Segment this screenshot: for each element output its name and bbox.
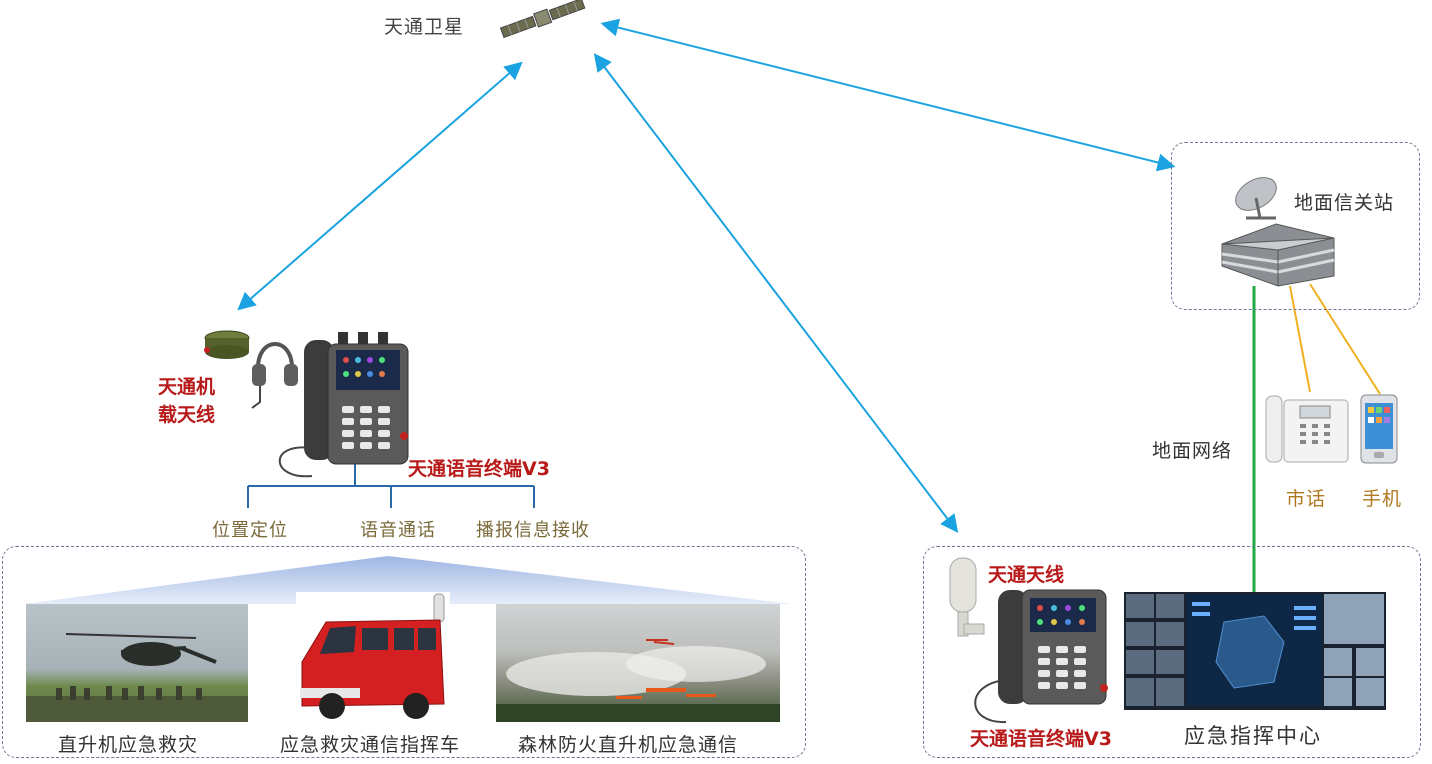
satellite-icon	[499, 0, 586, 39]
mobile-phone	[1360, 394, 1398, 464]
command-center-box	[923, 546, 1421, 758]
landline-label: 市话	[1286, 488, 1327, 510]
function-broadcast: 播报信息接收	[476, 520, 590, 541]
command-center-label: 应急指挥中心	[1184, 724, 1322, 748]
function-voice-call: 语音通话	[360, 520, 436, 541]
scenario-label-forest-fire: 森林防火直升机应急通信	[518, 734, 739, 756]
helicopter-icon	[26, 633, 248, 722]
mobile-label: 手机	[1362, 488, 1403, 510]
desk-phone-icon	[1265, 395, 1349, 463]
link-satellite-gateway	[600, 18, 1176, 172]
link-satellite-command-center	[593, 53, 959, 533]
airborne-antenna	[202, 330, 252, 360]
tiantong-antenna	[944, 556, 988, 646]
dome-antenna-icon	[204, 330, 250, 359]
scenario-label-helicopter: 直升机应急救灾	[58, 734, 199, 756]
link-satellite-airborne	[237, 61, 523, 311]
command-terminal-label: 天通语音终端V3	[970, 728, 1112, 750]
scenario-box	[2, 546, 806, 758]
scenario-photo-command-vehicle	[296, 592, 450, 722]
pstn-line-mobile	[1309, 283, 1381, 395]
vertical-antenna-icon	[949, 557, 985, 637]
voice-terminal-icon	[278, 332, 409, 478]
scenario-photo-forest-fire	[496, 604, 780, 722]
gateway-building-icon	[1221, 177, 1335, 287]
airborne-antenna-label-line1: 天通机	[158, 376, 216, 398]
voice-terminal-icon	[974, 589, 1108, 724]
scenario-label-command-vehicle: 应急救灾通信指挥车	[280, 734, 461, 756]
gateway-station	[1216, 170, 1336, 287]
airborne-antenna-label-line2: 载天线	[158, 404, 216, 426]
headset-icon	[251, 342, 298, 409]
gateway-label: 地面信关站	[1294, 192, 1395, 214]
scenario-fan	[24, 556, 792, 604]
headset	[250, 332, 300, 412]
forest-fire-icon	[496, 639, 780, 722]
terminal-left-label: 天通语音终端V3	[408, 458, 550, 480]
landline-phone	[1265, 394, 1350, 466]
satellite	[498, 0, 588, 39]
scenario-photo-helicopter	[26, 604, 248, 722]
command-antenna-label: 天通天线	[988, 564, 1065, 586]
satellite-label: 天通卫星	[384, 16, 465, 38]
pstn-line-landline	[1289, 285, 1311, 393]
command-vehicle-icon	[300, 593, 445, 719]
function-location: 位置定位	[212, 520, 288, 541]
ground-network-label: 地面网络	[1152, 440, 1233, 462]
voice-terminal-right	[966, 584, 1112, 732]
voice-terminal-left	[272, 330, 414, 480]
gateway-box	[1171, 142, 1420, 310]
command-center-screen-wall	[1124, 592, 1386, 710]
function-tree	[247, 462, 535, 508]
video-wall-icon	[1126, 594, 1384, 706]
smartphone-icon	[1360, 394, 1398, 464]
